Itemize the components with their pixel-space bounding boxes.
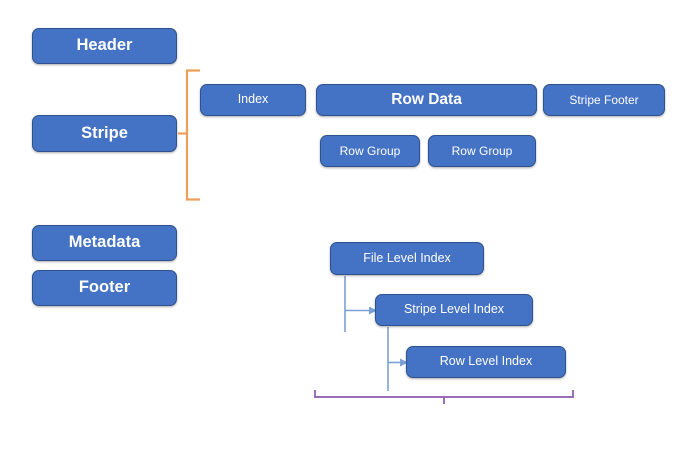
row-group-label-2: Row Group	[451, 143, 513, 158]
index-level-label-row: Row Level Index	[439, 354, 533, 369]
stripe-part-index[interactable]: Index	[200, 84, 306, 116]
row-group-label-1: Row Group	[339, 143, 401, 158]
index-level-label-stripe: Stripe Level Index	[403, 302, 505, 317]
section-label-metadata: Metadata	[68, 233, 141, 252]
index-level-stripe[interactable]: Stripe Level Index	[375, 294, 533, 326]
stripe-bracket-orange	[178, 69, 200, 201]
stripe-part-row-data[interactable]: Row Data	[316, 84, 537, 116]
stripe-part-label-stripe-footer: Stripe Footer	[569, 92, 639, 107]
section-box-footer[interactable]: Footer	[32, 270, 177, 306]
section-box-metadata[interactable]: Metadata	[32, 225, 177, 261]
stripe-part-label-row-data: Row Data	[391, 90, 462, 108]
index-span-bracket-purple	[314, 390, 574, 404]
index-level-file[interactable]: File Level Index	[330, 242, 484, 275]
stripe-part-label-index: Index	[237, 92, 269, 107]
section-box-header[interactable]: Header	[32, 28, 177, 64]
section-label-footer: Footer	[78, 278, 131, 297]
stripe-part-stripe-footer[interactable]: Stripe Footer	[543, 84, 665, 116]
row-group-box-2[interactable]: Row Group	[428, 135, 536, 167]
section-box-stripe[interactable]: Stripe	[32, 115, 177, 152]
row-group-box-1[interactable]: Row Group	[320, 135, 420, 167]
section-label-header: Header	[76, 36, 133, 55]
index-level-label-file: File Level Index	[363, 250, 451, 265]
section-label-stripe: Stripe	[81, 123, 128, 142]
index-level-row[interactable]: Row Level Index	[406, 346, 566, 378]
